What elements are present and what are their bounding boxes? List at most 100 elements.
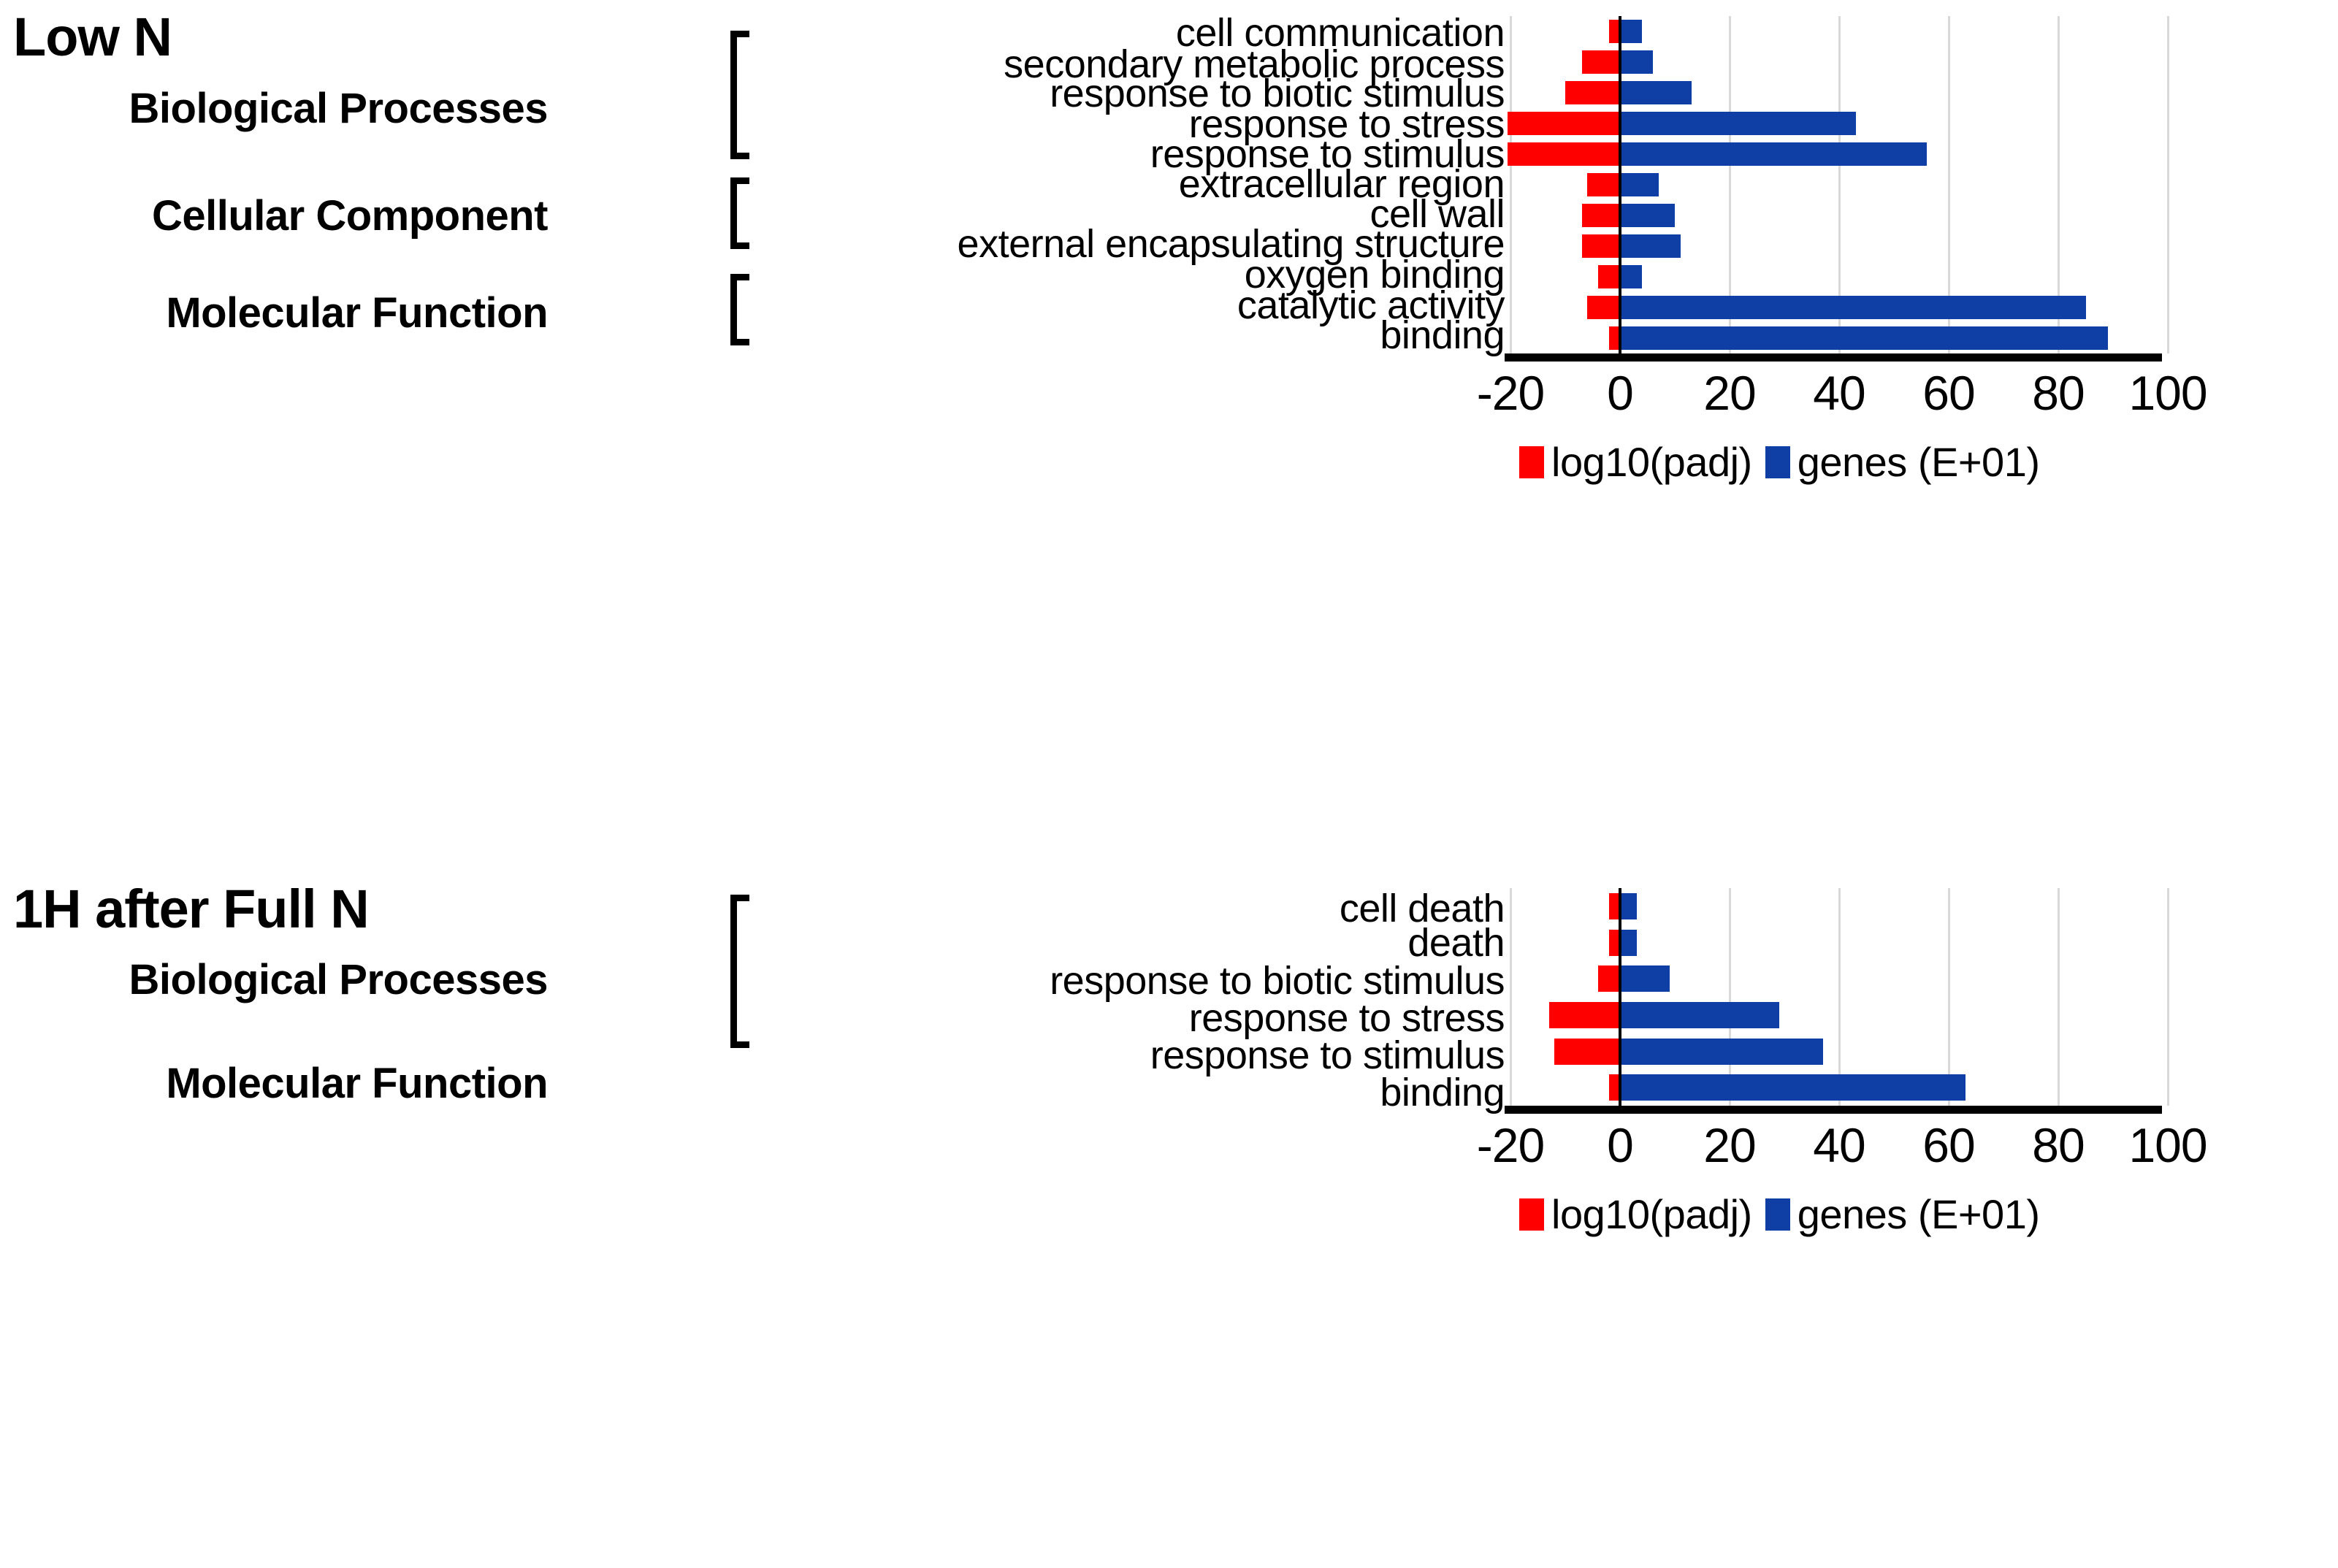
plot-area-1h: [1510, 888, 2169, 1106]
x-tick-label: 20: [1703, 1118, 1756, 1172]
bar-padj: [1554, 1038, 1620, 1065]
category-label: response to stimulus: [1150, 1033, 1505, 1077]
x-tick-label: 40: [1813, 1118, 1865, 1172]
legend-swatch-blue-icon: [1765, 445, 1790, 478]
bracket-biological-processes-1h: [730, 895, 749, 1048]
legend-swatch-red-icon: [1519, 445, 1544, 478]
category-label: extracellular region: [1178, 162, 1505, 206]
category-label: secondary metabolic process: [1004, 42, 1505, 86]
x-tick-label: 0: [1607, 1118, 1634, 1172]
x-tick-label: -20: [1476, 366, 1545, 420]
bracket-cellular-component-low-n: [730, 177, 749, 249]
x-tick-label: 60: [1922, 1118, 1975, 1172]
category-labels-low-n: cell communication secondary metabolic p…: [774, 0, 1505, 862]
bar-padj: [1508, 112, 1620, 135]
category-label: binding: [1380, 1071, 1505, 1114]
plot-area-low-n: [1508, 16, 2169, 353]
zero-axis-line: [1619, 888, 1621, 1106]
x-tick-label: 0: [1607, 366, 1634, 420]
gridline: [1948, 888, 1950, 1106]
legend-item-padj-1h[interactable]: log10(padj): [1519, 1190, 1752, 1238]
bar-padj: [1609, 1074, 1620, 1101]
gridline: [1510, 888, 1512, 1106]
bar-genes: [1620, 81, 1692, 104]
bar-genes: [1620, 965, 1670, 993]
chart-low-n: cell communication secondary metabolic p…: [774, 0, 2272, 862]
category-labels-1h: cell death death response to biotic stim…: [774, 862, 1505, 1568]
x-tick-label: 20: [1703, 366, 1756, 420]
chart-1h-after-full-n: cell death death response to biotic stim…: [774, 862, 2272, 1568]
category-label: response to biotic stimulus: [1050, 72, 1505, 115]
group-label-biological-processes-low-n: Biological Processes: [129, 85, 549, 132]
bracket-biological-processes-low-n: [730, 31, 749, 159]
bar-padj: [1565, 81, 1620, 104]
legend-item-padj-low-n[interactable]: log10(padj): [1519, 438, 1752, 486]
x-tick-label: 80: [2032, 366, 2085, 420]
panel-low-n: Low N Biological Processes Cellular Comp…: [13, 0, 2272, 862]
legend-label-genes: genes (E+01): [1797, 439, 2040, 485]
gridline: [2058, 16, 2060, 353]
bar-padj: [1609, 929, 1620, 956]
bar-genes: [1620, 929, 1637, 956]
x-axis-tick-labels-1h: -20 0 20 40 60 80 100: [1477, 1117, 2208, 1176]
legend-item-genes-low-n[interactable]: genes (E+01): [1765, 438, 2040, 486]
legend-swatch-blue-icon: [1765, 1198, 1790, 1231]
legend-low-n: log10(padj) genes (E+01): [1519, 438, 2040, 486]
category-label: response to stress: [1188, 102, 1505, 146]
bar-genes: [1620, 50, 1653, 74]
zero-axis-line: [1619, 16, 1621, 353]
gridline: [1838, 888, 1841, 1106]
bar-padj: [1587, 296, 1620, 319]
bar-padj: [1581, 234, 1620, 258]
bar-genes: [1620, 112, 1856, 135]
gridline: [1948, 16, 1950, 353]
gridline: [2167, 888, 2169, 1106]
panel-title-low-n: Low N: [13, 7, 172, 67]
bar-genes: [1620, 173, 1659, 196]
category-label: death: [1407, 921, 1505, 965]
legend-item-genes-1h[interactable]: genes (E+01): [1765, 1190, 2040, 1238]
gridline: [1838, 16, 1841, 353]
bar-padj: [1581, 50, 1620, 74]
bar-genes: [1620, 296, 2086, 319]
bar-padj: [1609, 20, 1620, 43]
category-label: binding: [1380, 313, 1505, 357]
category-label: response to biotic stimulus: [1050, 959, 1505, 1003]
category-label: external encapsulating structure: [957, 222, 1505, 266]
legend-label-padj: log10(padj): [1551, 1191, 1752, 1237]
x-tick-label: -20: [1476, 1118, 1545, 1172]
group-label-molecular-function-1h: Molecular Function: [166, 1060, 548, 1107]
category-label: cell communication: [1175, 11, 1505, 55]
category-label: response to stress: [1188, 996, 1505, 1040]
category-label: cell death: [1339, 887, 1505, 930]
bar-padj: [1609, 892, 1620, 919]
bracket-molecular-function-low-n: [730, 274, 749, 345]
legend-swatch-red-icon: [1519, 1198, 1544, 1231]
bar-padj: [1548, 1001, 1620, 1028]
bar-padj: [1598, 965, 1620, 993]
bar-genes: [1620, 1001, 1779, 1028]
category-label: oxygen binding: [1244, 253, 1505, 297]
x-tick-label: 100: [2128, 1118, 2207, 1172]
gridline: [2167, 16, 2169, 353]
group-label-molecular-function-low-n: Molecular Function: [166, 289, 548, 337]
legend-1h: log10(padj) genes (E+01): [1519, 1190, 2040, 1238]
bar-genes: [1620, 1038, 1823, 1065]
bar-padj: [1508, 142, 1620, 166]
category-label: response to stimulus: [1150, 132, 1505, 176]
x-tick-label: 80: [2032, 1118, 2085, 1172]
group-label-cellular-component-low-n: Cellular Component: [151, 192, 549, 240]
gridline: [1510, 16, 1512, 353]
x-axis-line-1h: [1505, 1106, 2162, 1114]
x-axis-line-low-n: [1505, 353, 2162, 362]
panel-title-1h-after-full-n: 1H after Full N: [13, 879, 370, 939]
bar-genes: [1620, 204, 1675, 227]
category-label: catalytic activity: [1237, 283, 1505, 327]
category-label: cell wall: [1369, 192, 1505, 236]
bar-padj: [1598, 265, 1620, 288]
bar-genes: [1620, 142, 1927, 166]
x-tick-label: 40: [1813, 366, 1865, 420]
bar-padj: [1587, 173, 1620, 196]
